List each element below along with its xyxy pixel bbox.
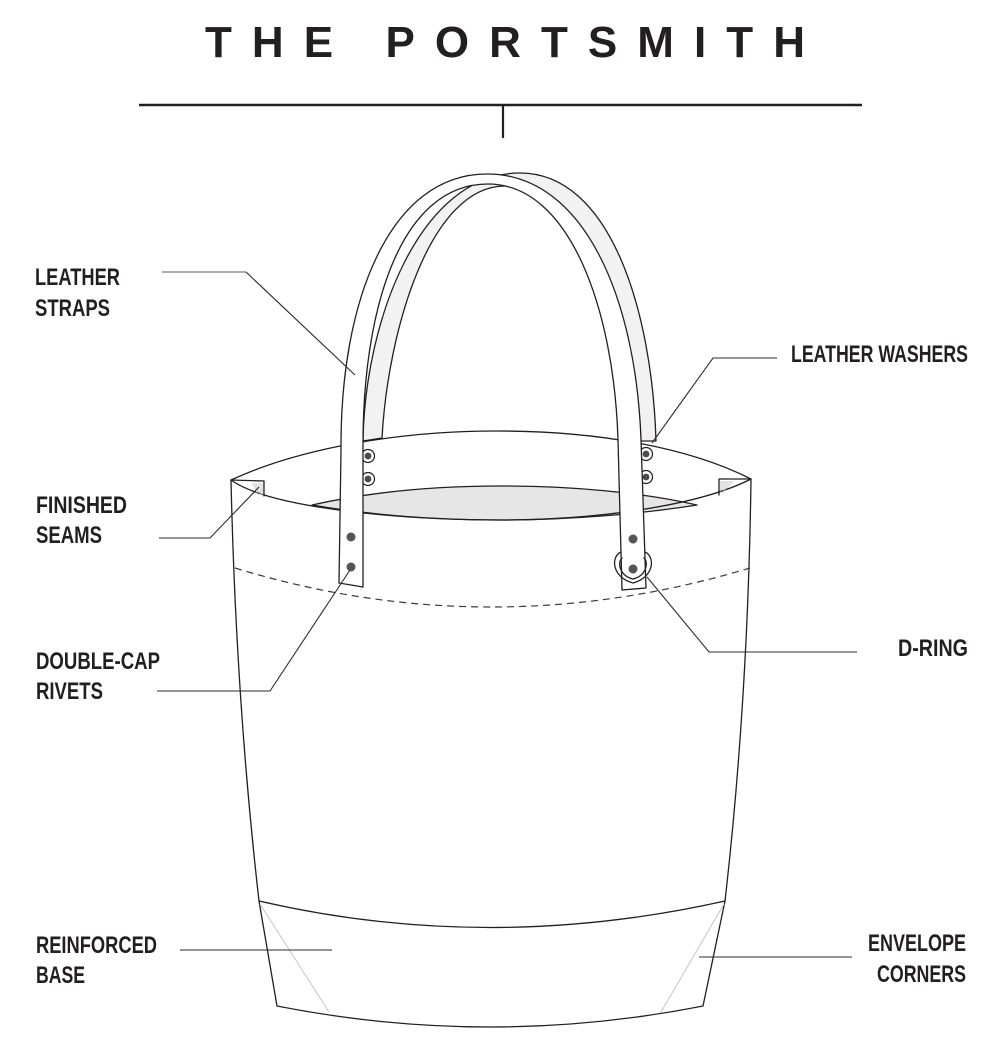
envelope-corner-right [660, 903, 725, 1013]
label-double-cap-rivets-line1: DOUBLE-CAP [36, 648, 160, 675]
label-reinforced-base-line2: BASE [36, 962, 85, 989]
rivet-icon [628, 564, 638, 574]
front-leather-strap [338, 173, 647, 591]
label-envelope-corners-line1: ENVELOPE [868, 930, 966, 957]
label-leather-straps-line1: LEATHER [35, 264, 120, 291]
leader-leather-straps [245, 271, 356, 376]
finished-seam-right [718, 478, 752, 496]
label-leather-washers: LEATHER WASHERS [791, 341, 968, 368]
front-rim [230, 478, 752, 521]
leader-d-ring [646, 576, 857, 653]
base-seam [258, 900, 726, 929]
washer-icon [360, 448, 376, 464]
label-reinforced-base-line1: REINFORCED [36, 932, 157, 959]
back-leather-strap [362, 172, 657, 442]
stitch-line [234, 567, 751, 608]
leader-lines [157, 271, 857, 958]
double-cap-rivets [346, 532, 638, 574]
rivet-icon [628, 534, 638, 544]
rivet-icon [346, 532, 356, 542]
label-finished-seams-line2: SEAMS [36, 522, 102, 549]
d-ring-icon [613, 551, 653, 584]
label-finished-seams-line1: FINISHED [36, 492, 127, 519]
label-leather-straps-line2: STRAPS [35, 295, 110, 322]
rivet-icon [346, 562, 356, 572]
label-double-cap-rivets-line2: RIVETS [36, 678, 103, 705]
leader-leather-washers [651, 357, 777, 444]
leader-double-cap-rivets [157, 569, 351, 692]
washer-icon [360, 471, 376, 487]
leader-finished-seams [159, 486, 260, 539]
envelope-corner-left [259, 903, 330, 1013]
page-title: THE PORTSMITH [205, 18, 805, 67]
label-d-ring: D-RING [898, 635, 968, 662]
callout-labels: LEATHER STRAPS LEATHER WASHERS FINISHED … [35, 264, 968, 989]
header: THE PORTSMITH [139, 18, 862, 138]
label-envelope-corners-line2: CORNERS [877, 961, 966, 988]
